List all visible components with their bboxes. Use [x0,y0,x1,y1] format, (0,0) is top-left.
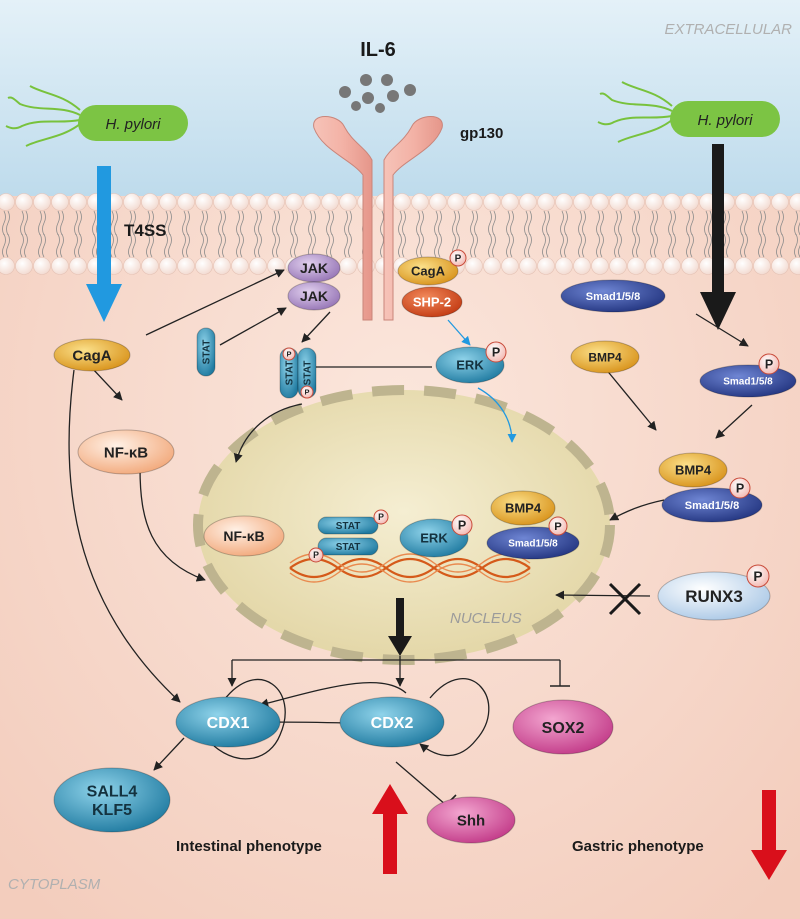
jak-lower-label: JAK [300,288,328,304]
t4ss-label: T4SS [124,221,167,240]
bmp4-complex: BMP4 [658,452,728,488]
smad-phospho-label: Smad1/5/8 [723,377,773,388]
stat-dimer-phospho-b: P [300,385,314,399]
nfkb-cytoplasm: NF-κB [77,429,175,475]
erk-blue-arrows [447,319,517,443]
h-pylori-left: H. pylori [5,85,188,147]
intestinal-phenotype-label: Intestinal phenotype [176,838,322,855]
stat-nucleus-b: STAT [317,537,379,556]
smad-nucleus-phospho: P [548,516,568,536]
cytoplasm-label: CYTOPLASM [8,876,101,893]
caga-receptor-bound-label: CagA [411,264,446,279]
runx3-phospho-label: P [753,569,762,584]
smad-nucleus-label: Smad1/5/8 [508,539,558,550]
erk-nucleus: ERK [399,518,469,558]
cell-membrane [0,193,800,275]
nfkb-nucleus-label: NF-κB [223,528,264,544]
smad-phospho-badge-label: P [765,358,773,372]
nfkb-nucleus: NF-κB [203,515,285,557]
shp2: SHP-2 [401,286,463,318]
smad-phospho: Smad1/5/8 [699,364,797,398]
shp2-label: SHP-2 [413,295,451,310]
runx3-block-cross [608,582,642,616]
smad-complex-phospho: P [729,477,751,499]
nucleus-output-arrow [388,598,412,687]
stat-dimer-phospho-a-label: P [286,350,291,359]
stat-dimer-phospho-a: P [282,347,296,361]
jak-lower: JAK [287,281,341,311]
h-pylori-right-arrow [700,144,736,330]
caga-receptor-phospho: P [449,249,467,267]
gastric-phenotype-label: Gastric phenotype [572,838,704,855]
stat-dimer-a-label: STAT [285,361,296,386]
stat-nucleus-b-label: STAT [336,542,361,553]
jak-upper-label: JAK [300,260,328,276]
il6-label: IL-6 [360,39,396,61]
dna-helix [289,553,531,583]
t4ss-arrow [86,166,122,322]
nucleus [198,390,610,660]
bmp4-cytoplasm: BMP4 [570,340,640,374]
erk-cytoplasm-label: ERK [456,358,484,373]
bmp4-complex-label: BMP4 [675,463,712,478]
smad-complex-phospho-label: P [736,482,744,496]
runx3: RUNX3 [657,571,771,621]
smad-nucleus-phospho-label: P [554,521,562,533]
stat-single: STAT [196,327,216,377]
erk-cytoplasm-phospho: P [485,341,507,363]
stat-single-label: STAT [202,340,213,365]
erk-nucleus-phospho-label: P [458,519,466,533]
erk-nucleus-label: ERK [420,531,448,546]
jak-upper: JAK [287,253,341,283]
stat-dimer-b-label: STAT [303,361,314,386]
nucleus-label: NUCLEUS [450,610,522,627]
gp130-label: gp130 [460,125,503,142]
stat-dimer-phospho-b-label: P [304,388,309,397]
h-pylori-left-label: H. pylori [105,116,161,133]
smad-membrane: Smad1/5/8 [560,279,666,313]
extracellular-label: EXTRACELLULAR [664,21,792,38]
bmp4-nucleus: BMP4 [490,490,556,526]
sox2: SOX2 [512,699,614,755]
caga-receptor-bound: CagA [397,256,459,286]
h-pylori-right: H. pylori [597,81,780,143]
stat-nucleus-phospho-a: P [373,509,389,525]
stat-nucleus-a: STAT [317,516,379,535]
intestinal-up-arrow [372,784,408,874]
sall4-klf5-label: KLF5 [92,802,132,819]
caga-cytoplasm-label: CagA [72,347,111,364]
runx3-label: RUNX3 [685,587,743,606]
caga-receptor-phospho-label: P [455,254,462,265]
shh: Shh [426,796,516,844]
gastric-down-arrow [751,790,787,880]
signaling-arrows [68,269,753,816]
smad-complex-label: Smad1/5/8 [685,500,739,512]
erk-nucleus-phospho: P [451,514,473,536]
sall4-klf5-label: SALL4 [87,784,138,801]
h-pylori-right-label: H. pylori [697,112,753,129]
erk-cytoplasm-phospho-label: P [492,346,500,360]
smad-membrane-label: Smad1/5/8 [586,291,640,303]
gp130-receptor [313,116,443,321]
sox2-label: SOX2 [542,720,585,737]
shh-label: Shh [457,812,485,829]
cdx1-label: CDX1 [207,715,250,732]
caga-cytoplasm: CagA [53,338,131,372]
stat-nucleus-phospho-b: P [308,547,324,563]
bmp4-cytoplasm-label: BMP4 [588,350,622,364]
stat-nucleus-phospho-b-label: P [313,550,319,560]
smad-phospho-badge: P [758,353,780,375]
stat-nucleus-phospho-a-label: P [378,512,384,522]
cdx1: CDX1 [175,696,281,748]
cdx2-label: CDX2 [371,715,414,732]
cdx2: CDX2 [339,696,445,748]
stat-nucleus-a-label: STAT [336,521,361,532]
runx3-phospho: P [746,564,770,588]
il6-ligand-dots [339,74,416,113]
nfkb-cytoplasm-label: NF-κB [104,444,148,461]
bmp4-nucleus-label: BMP4 [505,501,542,516]
